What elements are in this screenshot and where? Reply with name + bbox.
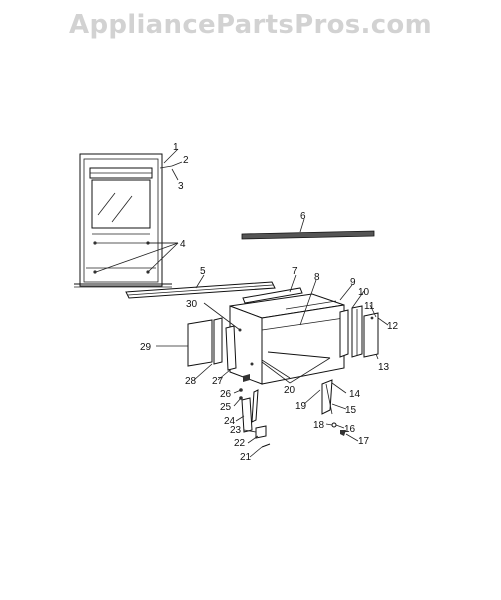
callout-5: 5: [200, 266, 206, 277]
right-side-panels: [339, 305, 379, 358]
callout-2: 2: [183, 155, 189, 166]
callout-26: 26: [220, 389, 232, 400]
callout-27: 27: [212, 376, 224, 387]
left-side-panels: [187, 317, 237, 371]
callout-11: 11: [364, 301, 375, 312]
callout-15: 15: [345, 405, 357, 416]
callout-28: 28: [185, 376, 197, 387]
callout-7: 7: [292, 266, 298, 277]
bracket-assemblies: [239, 374, 346, 448]
callout-8: 8: [314, 272, 320, 283]
callout-18: 18: [313, 420, 325, 431]
callout-13: 13: [378, 362, 390, 373]
callout-3: 3: [178, 181, 184, 192]
part-5-rail: [125, 281, 276, 299]
callout-21: 21: [240, 452, 252, 463]
callout-16: 16: [344, 424, 356, 435]
leader-lines: [95, 148, 389, 458]
callout-30: 30: [186, 299, 198, 310]
part-6-seal-strip: [241, 230, 375, 240]
callout-6: 6: [300, 211, 306, 222]
callout-9: 9: [350, 277, 356, 288]
callout-1: 1: [173, 142, 179, 153]
cabinet-housing: [229, 293, 345, 385]
callout-20: 20: [284, 385, 296, 396]
callout-23: 23: [230, 425, 242, 436]
watermark-text: AppliancePartsPros.com: [69, 10, 432, 40]
callout-17: 17: [358, 436, 370, 447]
callout-labels: 1 2 3 4 5 6 7 8 9 10 11 12 13 14 15 16 1…: [140, 142, 399, 463]
callout-25: 25: [220, 402, 232, 413]
callout-22: 22: [234, 438, 246, 449]
callout-19: 19: [295, 401, 307, 412]
callout-14: 14: [349, 389, 361, 400]
callout-4: 4: [180, 239, 186, 250]
callout-24: 24: [224, 416, 236, 427]
callout-10: 10: [358, 287, 370, 298]
part-7-top-rail: [242, 287, 303, 304]
window-sash-assembly: [74, 153, 173, 288]
callout-29: 29: [140, 342, 152, 353]
callout-12: 12: [387, 321, 399, 332]
